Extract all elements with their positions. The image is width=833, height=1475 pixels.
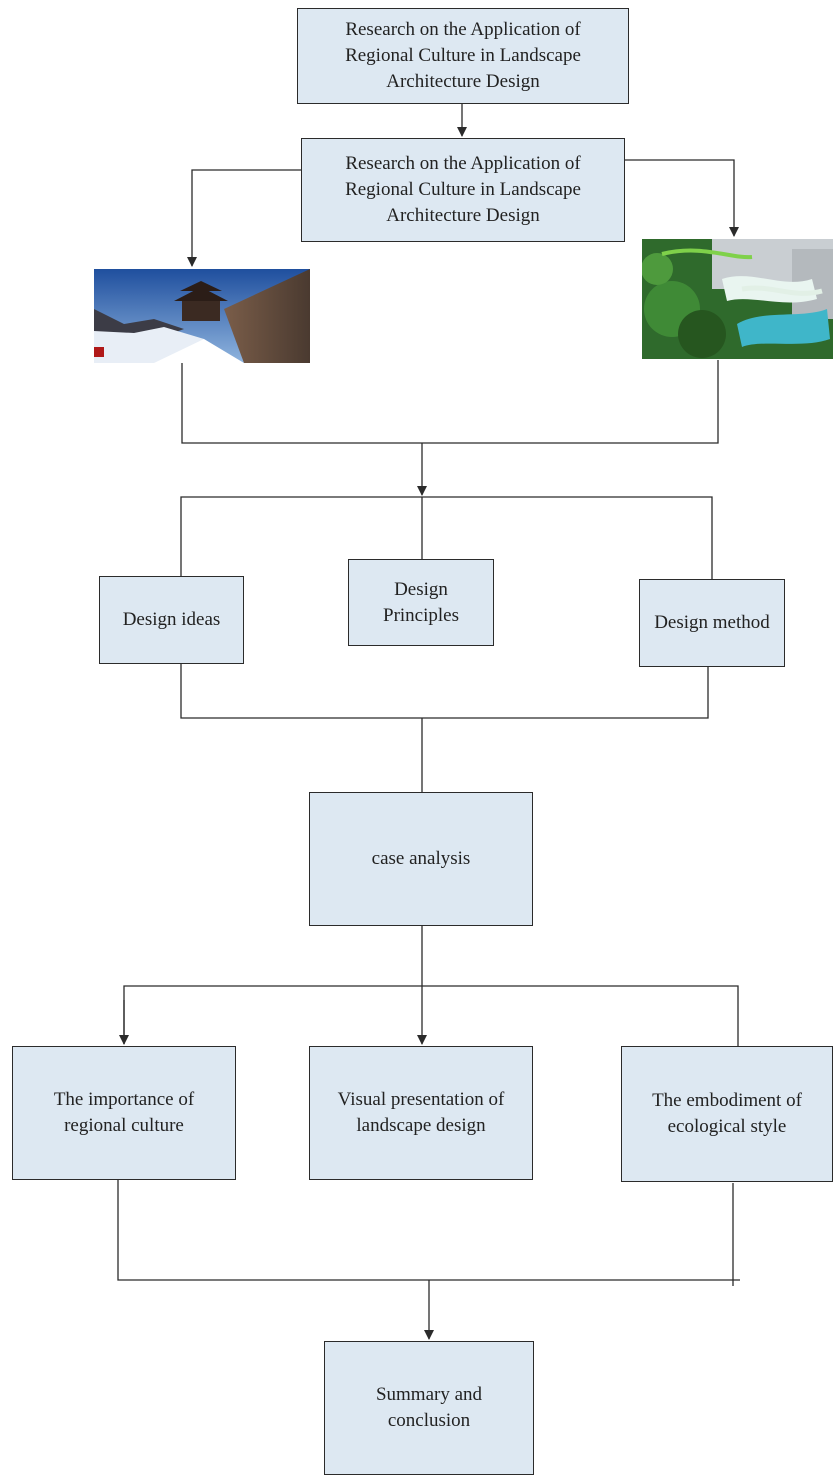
- importance-box: The importance of regional culture: [12, 1046, 236, 1180]
- line-topics-branch: [123, 985, 739, 1046]
- summary-box: Summary and conclusion: [324, 1341, 534, 1475]
- city-wall-photo: [94, 269, 310, 363]
- line-photos-merge: [181, 360, 719, 444]
- case-analysis-box: case analysis: [309, 792, 533, 926]
- line-topics-merge: [117, 1178, 740, 1281]
- research-box: Research on the Application of Regional …: [301, 138, 625, 242]
- design-method-box: Design method: [639, 579, 785, 667]
- aerial-landscape-photo: [642, 239, 833, 359]
- title-box: Research on the Application of Regional …: [297, 8, 629, 104]
- design-principles-box: Design Principles: [348, 559, 494, 646]
- line-branch-design: [180, 496, 713, 579]
- visual-presentation-box: Visual presentation of landscape design: [309, 1046, 533, 1180]
- line-merge-design: [180, 664, 709, 719]
- arrow-research-to-right-photo: [625, 159, 739, 237]
- embodiment-box: The embodiment of ecological style: [621, 1046, 833, 1182]
- arrow-research-to-left-photo: [187, 169, 301, 267]
- design-ideas-box: Design ideas: [99, 576, 244, 664]
